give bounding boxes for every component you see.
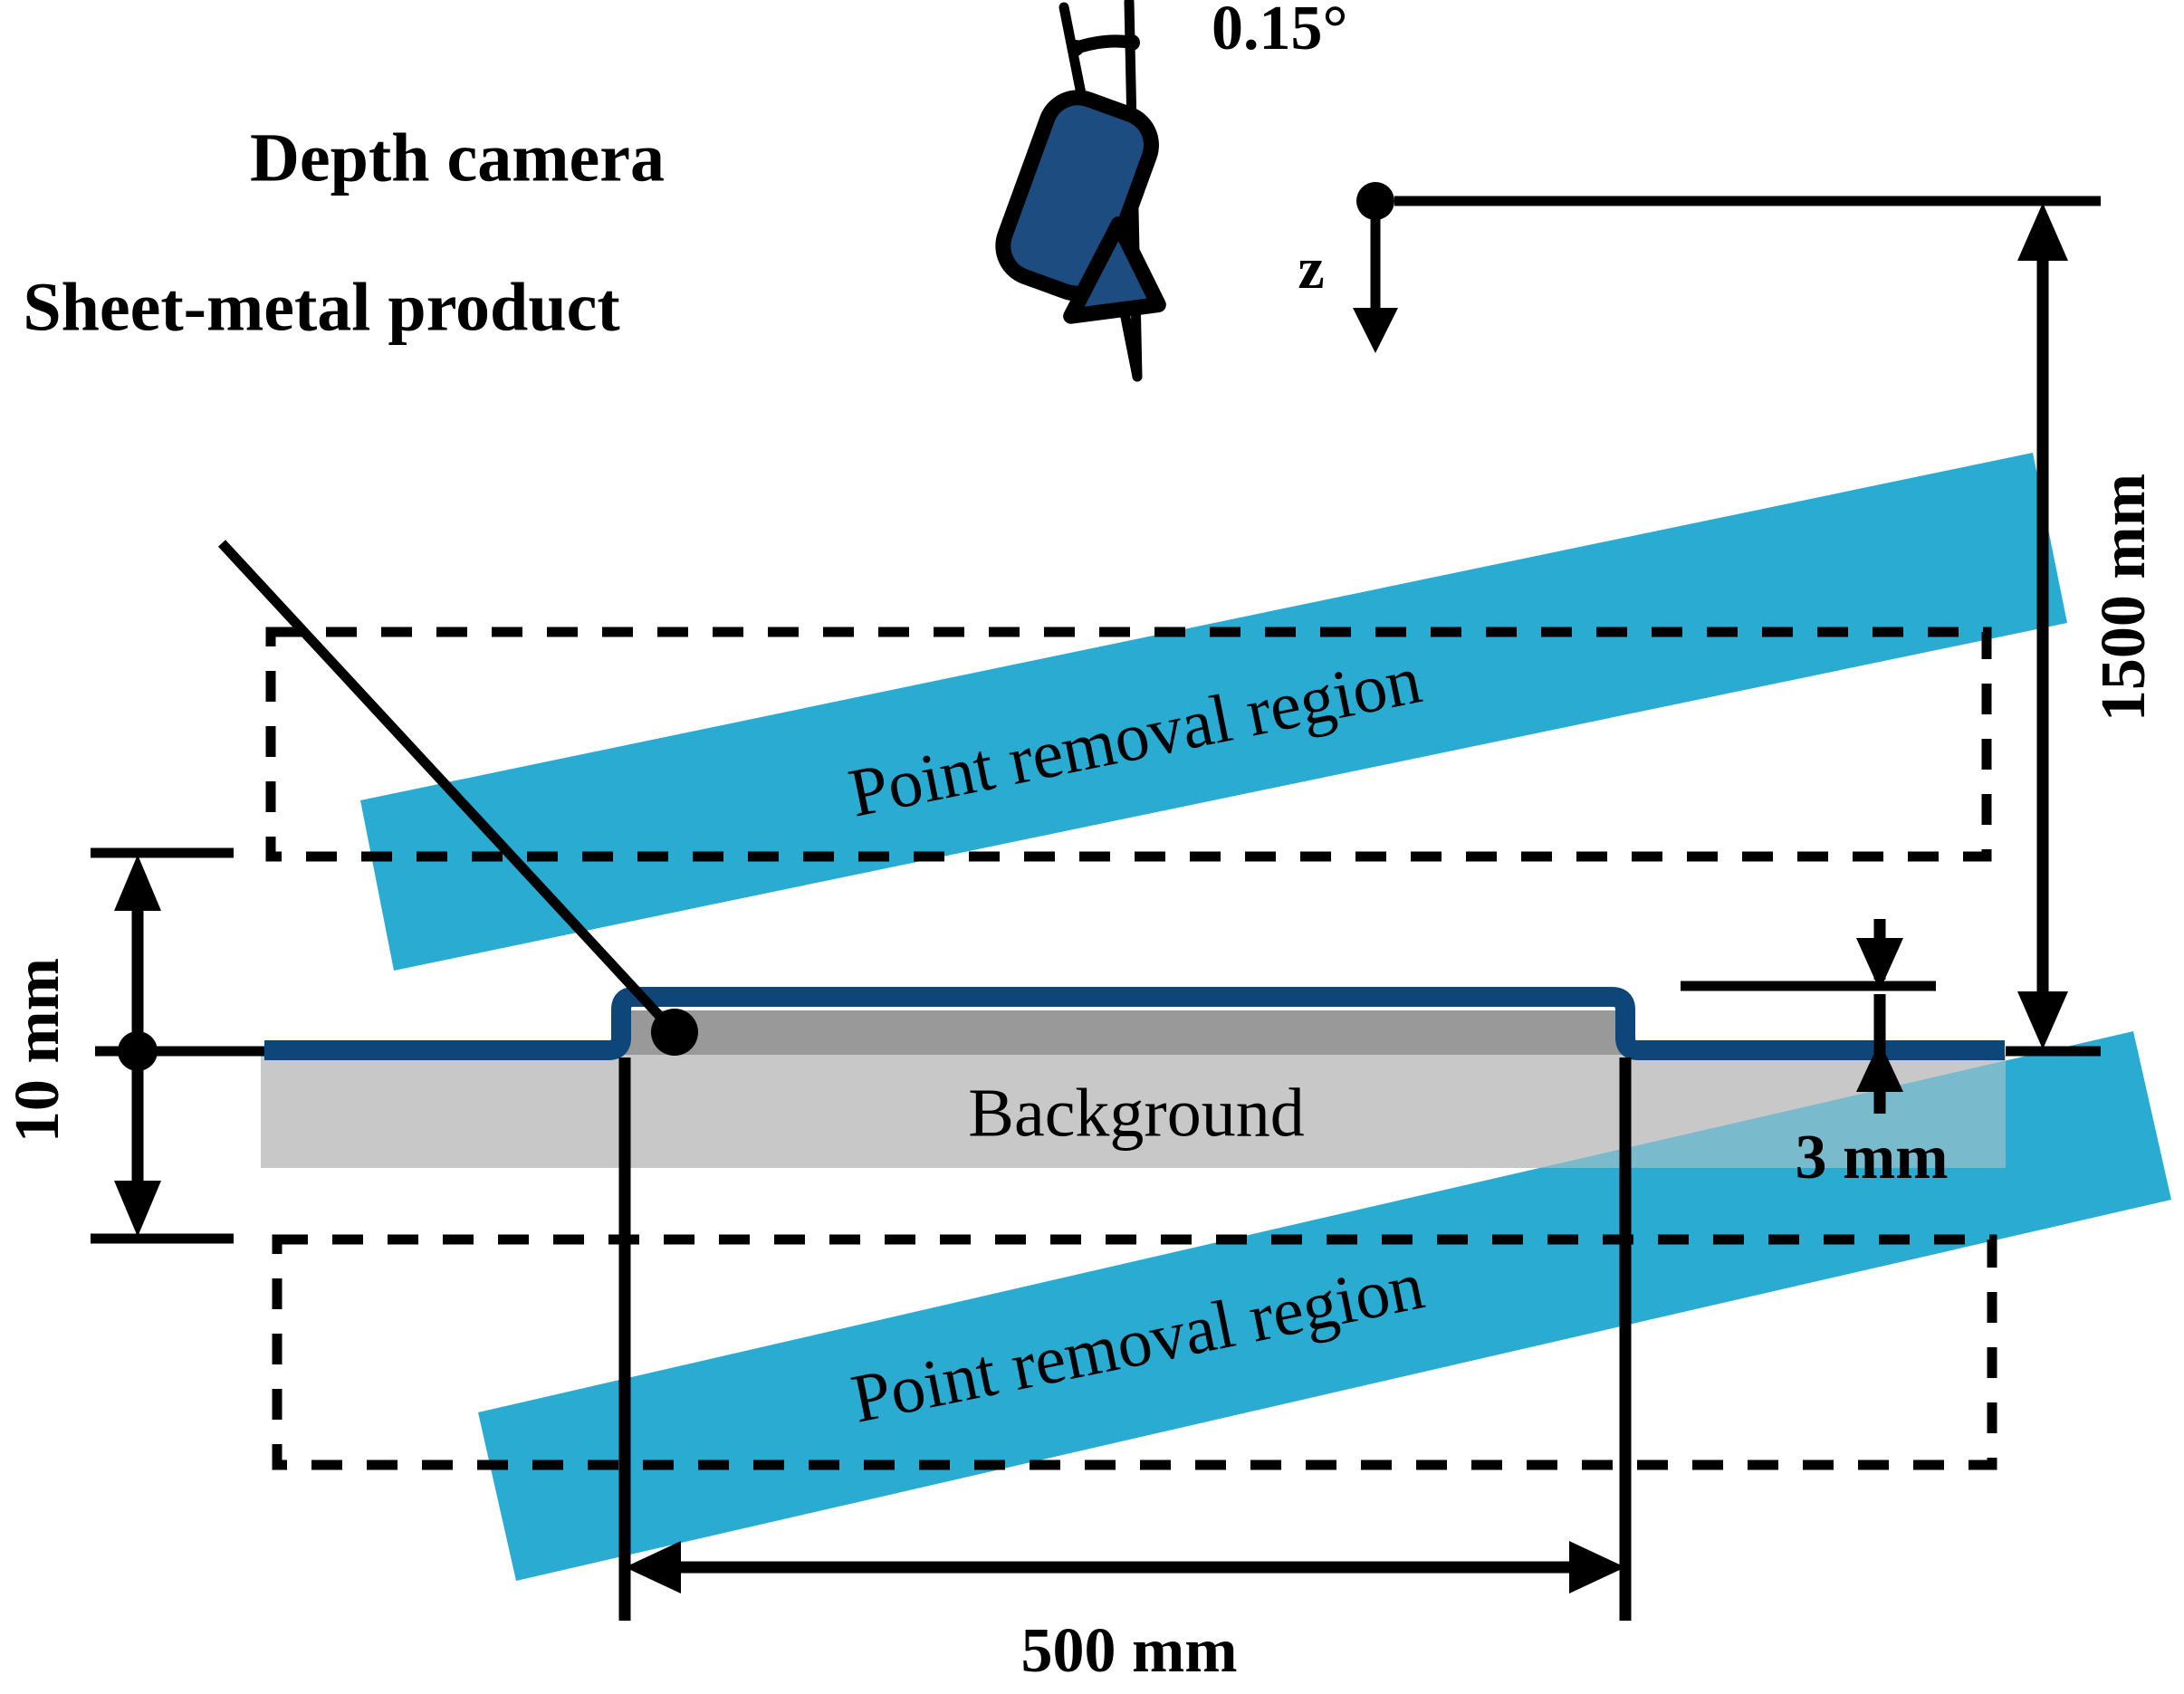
background-label: Background	[968, 1075, 1304, 1151]
angle-label: 0.15°	[1212, 0, 1348, 63]
cyan-band-top	[360, 453, 2067, 971]
dimension-1500mm-label: 1500 mm	[2089, 474, 2159, 722]
point-removal-box-top	[265, 627, 1992, 862]
sheet-metal-fill	[625, 1010, 1625, 1055]
dimension-500mm-label: 500 mm	[1020, 1616, 1237, 1686]
sheet-metal-outline	[264, 987, 2005, 1060]
depth-camera-icon	[995, 0, 1166, 382]
dimension-10mm	[91, 847, 264, 1244]
cyan-band-bottom-overlap	[1539, 1060, 2006, 1168]
dimension-1500mm	[1394, 196, 2101, 1057]
z-axis-label: z	[1298, 235, 1324, 301]
dimension-3mm	[1681, 919, 1936, 1114]
z-axis-arrow-icon	[1353, 182, 1398, 353]
dimension-500mm	[618, 1058, 1632, 1621]
sheet-metal-leader-line	[217, 540, 698, 1056]
depth-camera-label: Depth camera	[250, 120, 665, 196]
point-removal-box-bottom	[272, 1234, 1997, 1470]
dimension-10mm-label: 10 mm	[3, 958, 72, 1143]
cyan-band-bottom	[478, 1031, 2171, 1581]
sheet-metal-product-label: Sheet-metal product	[23, 269, 619, 345]
dimension-3mm-label: 3 mm	[1795, 1123, 1948, 1192]
